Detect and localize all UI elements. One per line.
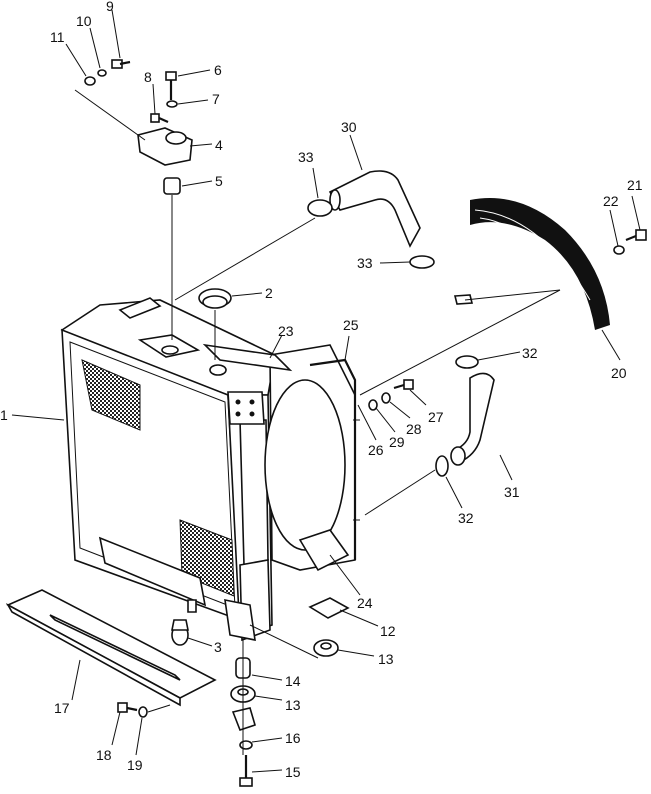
callout-16: 16: [285, 730, 301, 746]
washer-16: [239, 740, 253, 750]
callout-5: 5: [215, 173, 223, 189]
callout-12: 12: [380, 623, 396, 639]
pad-12: [308, 597, 350, 619]
hose-clamp-32-lower: [435, 455, 449, 477]
callout-18: 18: [96, 747, 112, 763]
callout-22: 22: [603, 193, 619, 209]
washer-19: [138, 706, 148, 718]
lower-hose: [450, 372, 495, 466]
hose-clamp-33-upper: [307, 199, 333, 217]
callout-13-left: 13: [285, 697, 301, 713]
washer-10: [97, 69, 107, 77]
callout-15: 15: [285, 764, 301, 780]
cushion-13-right: [313, 639, 339, 657]
bushing-5: [163, 177, 181, 340]
washer-28: [381, 392, 391, 404]
bolt-18: [117, 702, 138, 713]
callout-11: 11: [50, 29, 65, 45]
overflow-pipe: [309, 358, 360, 560]
callout-26: 26: [368, 442, 384, 458]
bolt-9: [111, 59, 131, 69]
fan-shroud: [202, 343, 356, 572]
callout-19: 19: [127, 757, 143, 773]
core-mesh-upper: [81, 359, 141, 431]
callout-29: 29: [389, 434, 405, 450]
drain-cock-3: [171, 619, 189, 646]
callout-23: 23: [278, 323, 294, 339]
callout-27: 27: [428, 409, 444, 425]
callout-13-right: 13: [378, 651, 394, 667]
washer-22: [613, 245, 625, 255]
reserve-tank-bracket: [74, 89, 193, 166]
upper-hose: [328, 170, 421, 248]
callout-32-lower: 32: [458, 510, 474, 526]
undercover-17: [5, 589, 217, 707]
callout-17: 17: [54, 700, 70, 716]
leader-lines: [11, 9, 641, 773]
callout-31: 31: [504, 484, 520, 500]
bolt-8: [150, 113, 169, 124]
washer-7: [166, 100, 178, 108]
hose-clamp-33-lower: [409, 255, 435, 269]
washer-29: [368, 399, 378, 411]
washer-11: [84, 76, 96, 86]
callout-32-upper: 32: [522, 345, 538, 361]
callout-10: 10: [76, 13, 92, 29]
bolt-27: [393, 379, 414, 390]
callout-20: 20: [611, 365, 627, 381]
callout-14: 14: [285, 673, 301, 689]
bolt-6: [165, 71, 177, 100]
bolt-21: [625, 229, 647, 242]
callout-3: 3: [214, 639, 222, 655]
radiator-assembly: [60, 297, 276, 642]
callout-30: 30: [341, 119, 357, 135]
fan-guard: [453, 198, 610, 330]
radiator-cap: [198, 288, 232, 360]
callout-33-upper: 33: [298, 149, 314, 165]
bracket-plate: [231, 707, 256, 731]
callout-9: 9: [106, 0, 114, 14]
callout-2: 2: [265, 285, 273, 301]
callout-28: 28: [406, 421, 422, 437]
callout-21: 21: [627, 177, 643, 193]
callout-labels: 1 2 3 4 5 6 7 8 9 10 11 12 13 13 14 15 1…: [0, 0, 643, 780]
callout-25: 25: [343, 317, 359, 333]
callout-4: 4: [215, 137, 223, 153]
callout-33-lower: 33: [357, 255, 373, 271]
callout-1: 1: [0, 407, 8, 423]
callout-7: 7: [212, 91, 220, 107]
callout-8: 8: [144, 69, 152, 85]
callout-24: 24: [357, 595, 373, 611]
hose-clamp-32-upper: [455, 355, 479, 369]
callout-6: 6: [214, 62, 222, 78]
bolt-15: [239, 755, 253, 787]
